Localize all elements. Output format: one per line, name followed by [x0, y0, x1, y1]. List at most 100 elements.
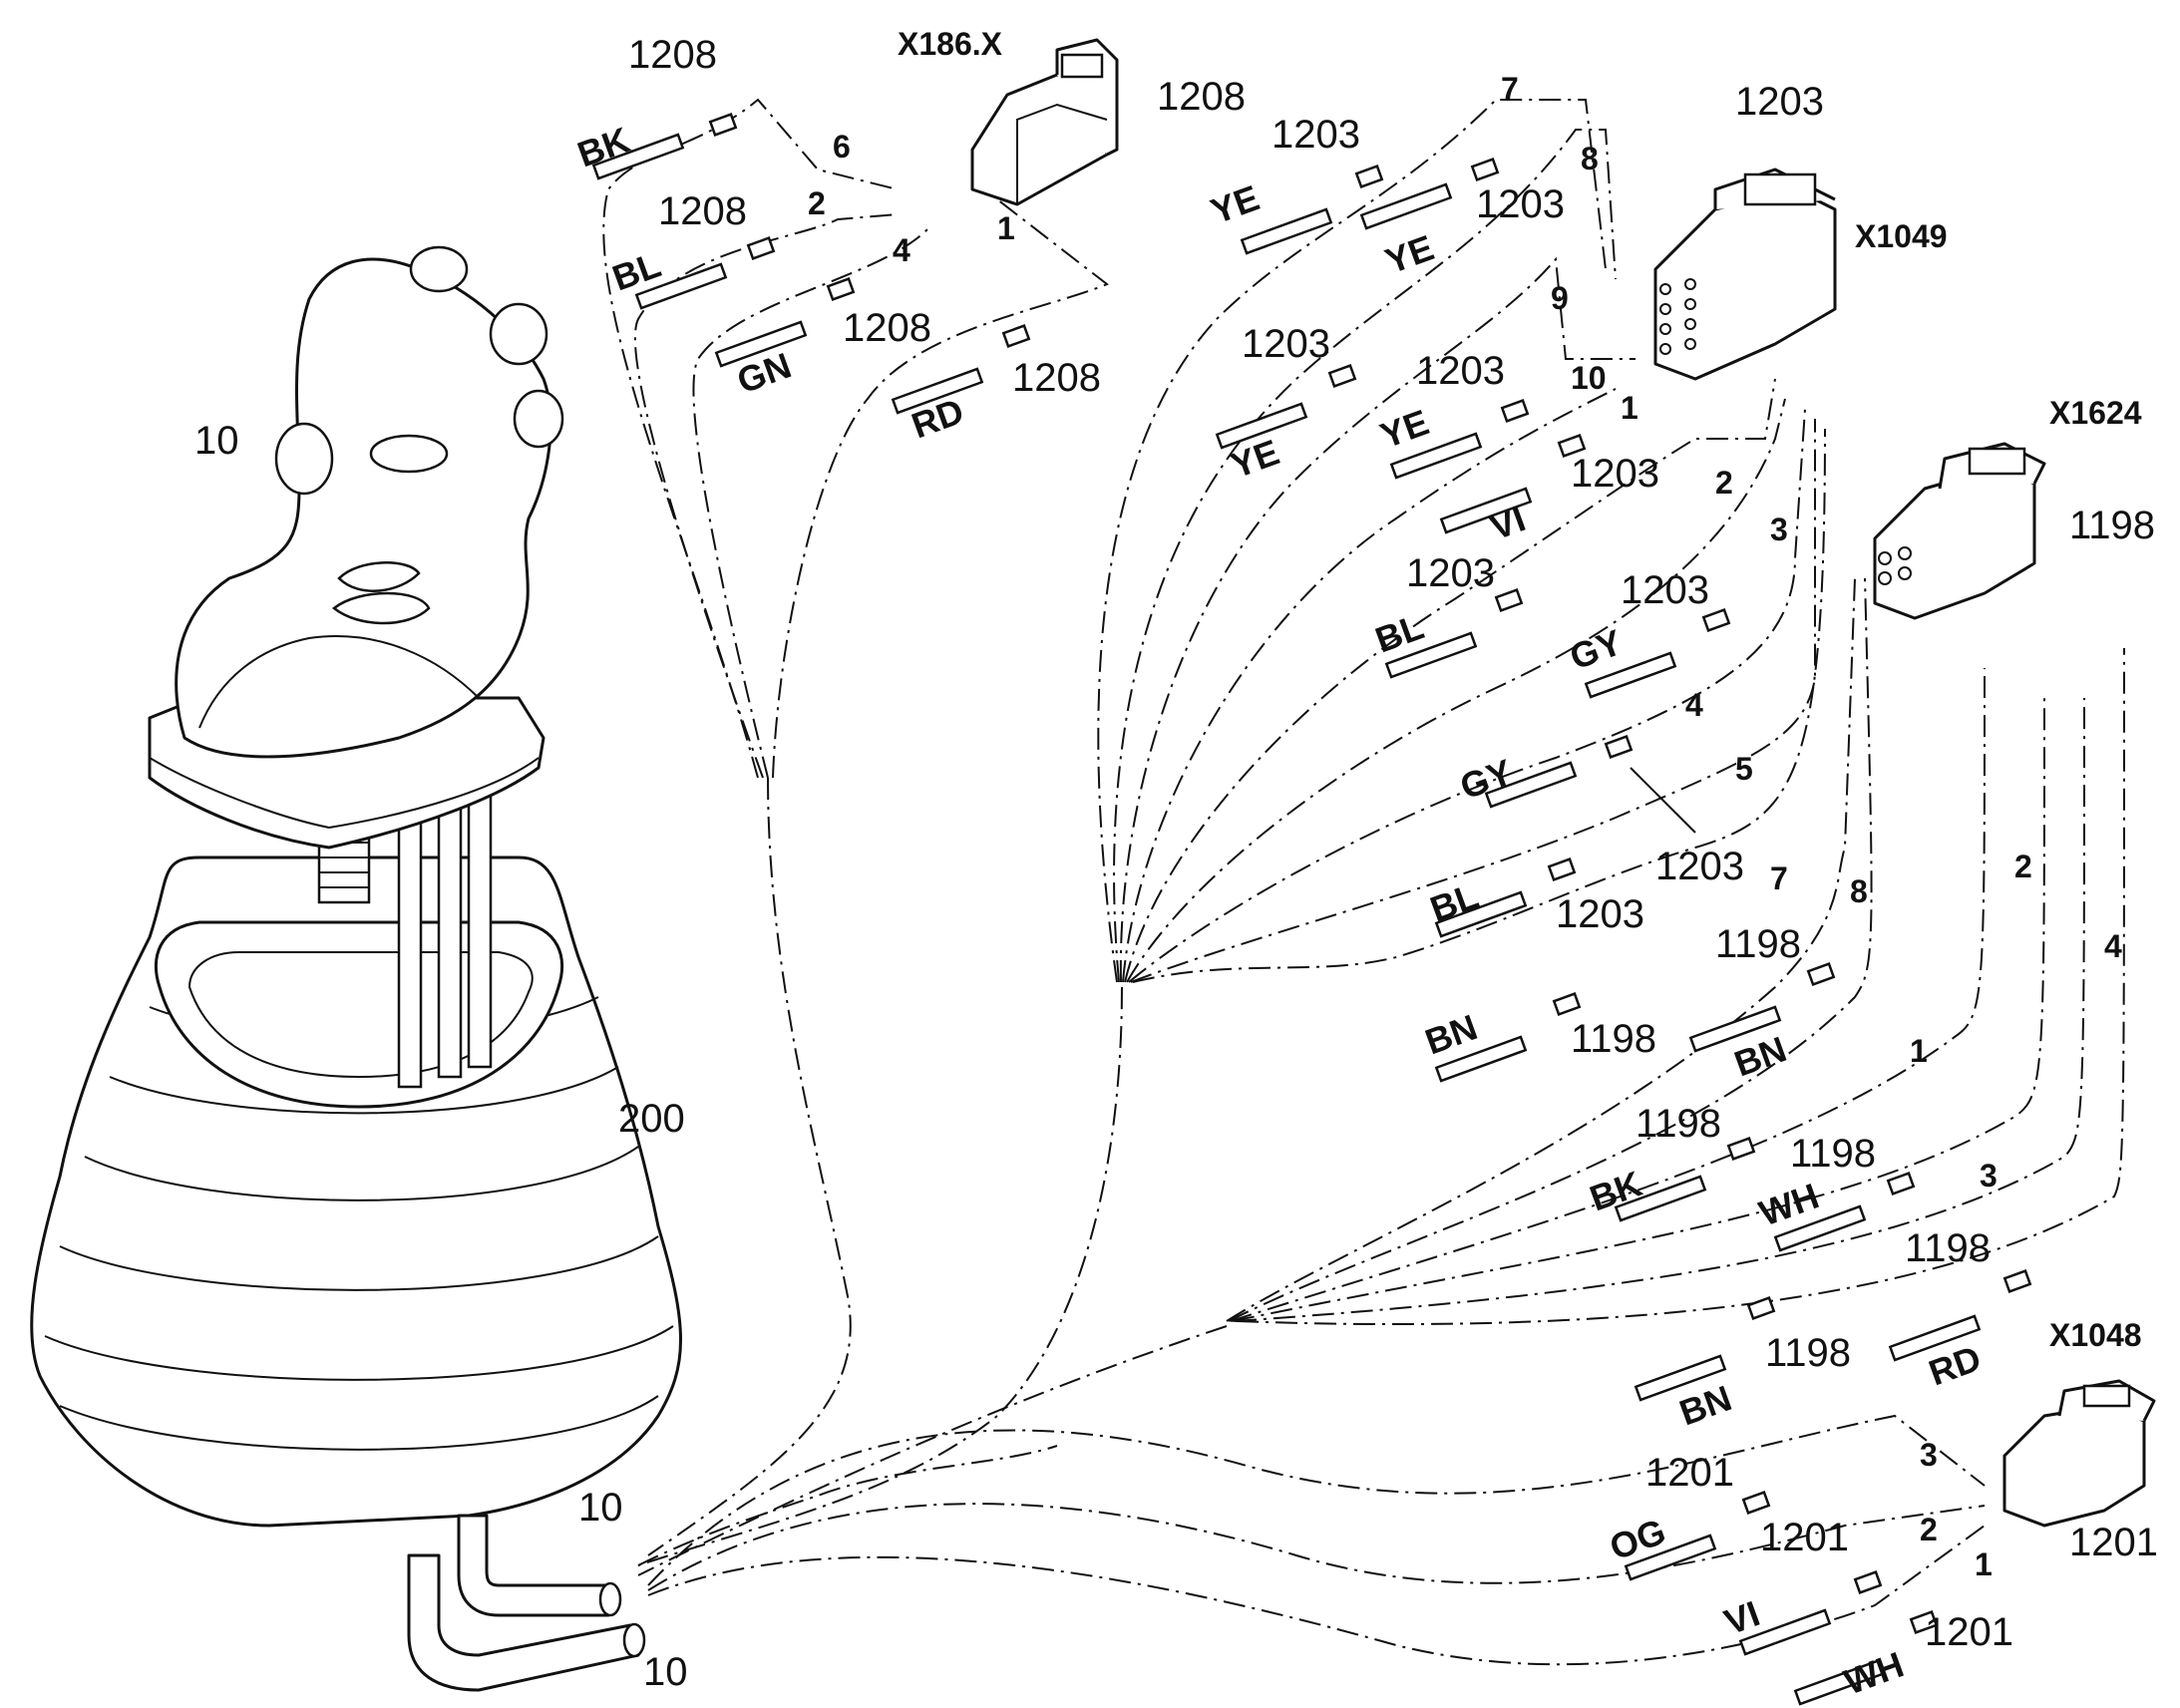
pin-number: 1 [1910, 1033, 1928, 1069]
terminal-pin [1484, 761, 1578, 809]
wire-x186-6 [602, 98, 899, 779]
part-callout: 1208 [628, 33, 717, 77]
pin-number: 2 [2014, 849, 2032, 884]
part-callout: 1203 [1272, 113, 1360, 157]
terminal-pin [1888, 1314, 1982, 1362]
wire-x1048-3 [647, 1414, 1986, 1586]
terminal-socket [1909, 1610, 1939, 1634]
terminal-socket [1853, 1570, 1883, 1594]
wire-x1049-10 [1122, 388, 1617, 983]
part-callout: 1203 [1476, 182, 1565, 226]
wire-x1624-4 [1236, 647, 2125, 1326]
wire-x1624-trunk [637, 1325, 1228, 1576]
terminal-socket [1886, 1172, 1916, 1196]
part-callout: 1201 [1645, 1451, 1734, 1495]
part-callout: 1203 [1242, 322, 1330, 366]
terminal-socket [1500, 399, 1530, 423]
wire-x1624-7 [1226, 577, 1856, 1322]
terminal-pin [1793, 1658, 1887, 1706]
pin-number: 1 [1621, 390, 1638, 426]
wire-color-label: WH [1839, 1643, 1909, 1702]
terminal-pin [1634, 1354, 1727, 1402]
terminal-socket [1327, 364, 1357, 388]
part-callout: 1203 [1416, 349, 1505, 393]
pin-number: 1 [997, 210, 1015, 246]
wire-x1049-2 [1126, 398, 1786, 983]
wire-x1624-2 [1232, 697, 2045, 1322]
boot-ring-2 [109, 1066, 619, 1115]
connector-x1049 [1653, 168, 1837, 381]
cable-tube-1 [457, 1514, 610, 1617]
boot-ring-6 [59, 1395, 659, 1451]
terminal-socket [1806, 962, 1836, 986]
joystick-shaft-3 [467, 766, 493, 1069]
part-callout: 1203 [1621, 568, 1709, 612]
terminal-socket [746, 236, 776, 260]
pin-number: 8 [1581, 141, 1599, 176]
pin-number: 8 [1850, 873, 1868, 909]
joystick-button-side-1 [489, 302, 548, 366]
joystick-button-top [409, 245, 469, 293]
wire-x1049-5 [1132, 428, 1826, 983]
terminal-socket [1552, 992, 1582, 1016]
terminal-pin [1215, 402, 1308, 450]
wire-x186-2 [633, 213, 899, 779]
pin-number: 3 [1920, 1437, 1938, 1473]
wire-x1049-8 [1113, 129, 1617, 983]
wire-x186-trunk [647, 777, 852, 1556]
terminal-pin [714, 320, 808, 368]
wire-x1049-1 [1124, 378, 1776, 983]
pin-number: 10 [1571, 360, 1607, 396]
connector-x1624 [1873, 442, 2046, 620]
boot-opening-inner [187, 951, 534, 1079]
wire-color-label: BN [1729, 1028, 1792, 1084]
wire-cable-link [637, 1445, 1058, 1566]
pin-number: 7 [1770, 860, 1788, 896]
wire-color-label: YE [1375, 402, 1434, 457]
wire-x1048-2 [647, 1503, 1986, 1591]
terminal-pin [1434, 890, 1528, 938]
wire-x1049-7 [1097, 99, 1607, 983]
terminal-pin [591, 133, 685, 180]
pin-number: 2 [1715, 465, 1733, 501]
part-callout: 1201 [1760, 1516, 1849, 1559]
terminal-socket [1604, 735, 1634, 759]
terminal-socket [826, 277, 856, 301]
terminal-pin [1738, 1608, 1832, 1656]
pin-number: 3 [1770, 512, 1788, 547]
terminal-pin [1359, 182, 1453, 230]
handle-contour [198, 635, 480, 729]
pin-number: 4 [893, 232, 910, 268]
terminal-socket [2002, 1269, 2032, 1293]
joystick-shaft-1 [397, 786, 423, 1089]
wire-x1049-trunk [637, 986, 1123, 1566]
terminal-pin [1773, 1204, 1867, 1252]
terminal-pin [1240, 207, 1333, 255]
wire-color-label: BN [1674, 1377, 1737, 1433]
terminal-pin [1384, 631, 1478, 679]
cable-end-2 [622, 1622, 646, 1658]
pin-number: 5 [1735, 751, 1753, 787]
wire-x1049-9 [1119, 256, 1635, 983]
terminal-socket [1470, 158, 1500, 181]
wire-x1624-3 [1234, 697, 2085, 1322]
terminal-socket [1001, 324, 1031, 348]
terminal-pin [1688, 1005, 1782, 1053]
connector-part-number: 1208 [1157, 75, 1246, 119]
terminal-socket [708, 113, 738, 137]
wire-x1049-4 [1130, 419, 1816, 983]
joystick-trigger-2 [331, 591, 431, 625]
connector-label: X1049 [1855, 218, 1948, 254]
connector-part-number: 1201 [2069, 1521, 2158, 1564]
wire-color-label: YE [1206, 177, 1265, 232]
joystick-grip-oval [369, 434, 449, 474]
terminal-socket [1494, 588, 1524, 612]
joystick-button-side-2 [513, 389, 564, 449]
joystick-assembly [30, 245, 682, 1692]
connector-x1048 [2002, 1379, 2156, 1528]
terminal-socket [1726, 1137, 1756, 1161]
terminal-pin [634, 262, 728, 310]
pin-number: 7 [1501, 71, 1519, 107]
pin-number: 3 [1980, 1158, 1998, 1194]
